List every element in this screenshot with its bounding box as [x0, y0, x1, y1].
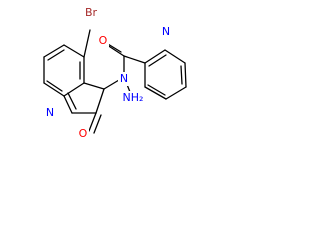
pyridine-n-label: N [162, 25, 170, 38]
amide-o-label-bg [97, 34, 109, 48]
bond-c6-c1 [43, 44, 65, 58]
bond-c-br [83, 29, 91, 58]
bond-py-2 [164, 49, 186, 64]
bond-c3-c4 [63, 82, 85, 97]
bond-c1-c2 [63, 44, 85, 58]
ring-n-label-bg [44, 106, 56, 120]
molecule-structure: Br N N NH₂ O N O [43, 6, 187, 141]
bond-camide-py [123, 55, 146, 64]
bond-py-inner-1 [148, 54, 167, 67]
amide-o-label: O [99, 34, 108, 47]
br-label: Br [85, 6, 98, 19]
hydrazide-n-label-bg [118, 72, 130, 86]
br-label-bg [81, 6, 101, 20]
bond-py-5 [144, 86, 167, 100]
bond-c10-o [88, 112, 97, 132]
hydrazide-n-label: N [120, 72, 128, 85]
bond-inner-3 [47, 49, 65, 61]
bond-c4-c5 [43, 82, 65, 97]
bond-n-c4-double [67, 92, 77, 110]
bond-c9-c10 [95, 88, 105, 114]
bond-inner-2 [46, 80, 63, 92]
nh2-label: NH₂ [123, 91, 144, 104]
ring-n-label: N [46, 106, 54, 119]
bond-n-c4 [63, 95, 73, 114]
bond-py-1 [144, 49, 166, 64]
bond-py-3 [184, 62, 187, 88]
bond-py-4 [165, 86, 187, 100]
bond-c10-o-double [93, 114, 102, 134]
bond-py-inner-2 [180, 65, 183, 85]
bond-layer [43, 29, 187, 134]
ring-o-label: O [79, 127, 88, 140]
atom-label-layer: Br N N NH₂ O N O [44, 6, 172, 141]
bond-py-inner-3 [147, 84, 166, 96]
nh2-label-bg [121, 91, 147, 105]
bond-c2-c9 [83, 82, 105, 90]
pyridine-n-label-bg [160, 25, 172, 39]
ring-o-label-bg [77, 127, 89, 141]
molecule-canvas: Br N N NH₂ O N O [0, 0, 214, 156]
